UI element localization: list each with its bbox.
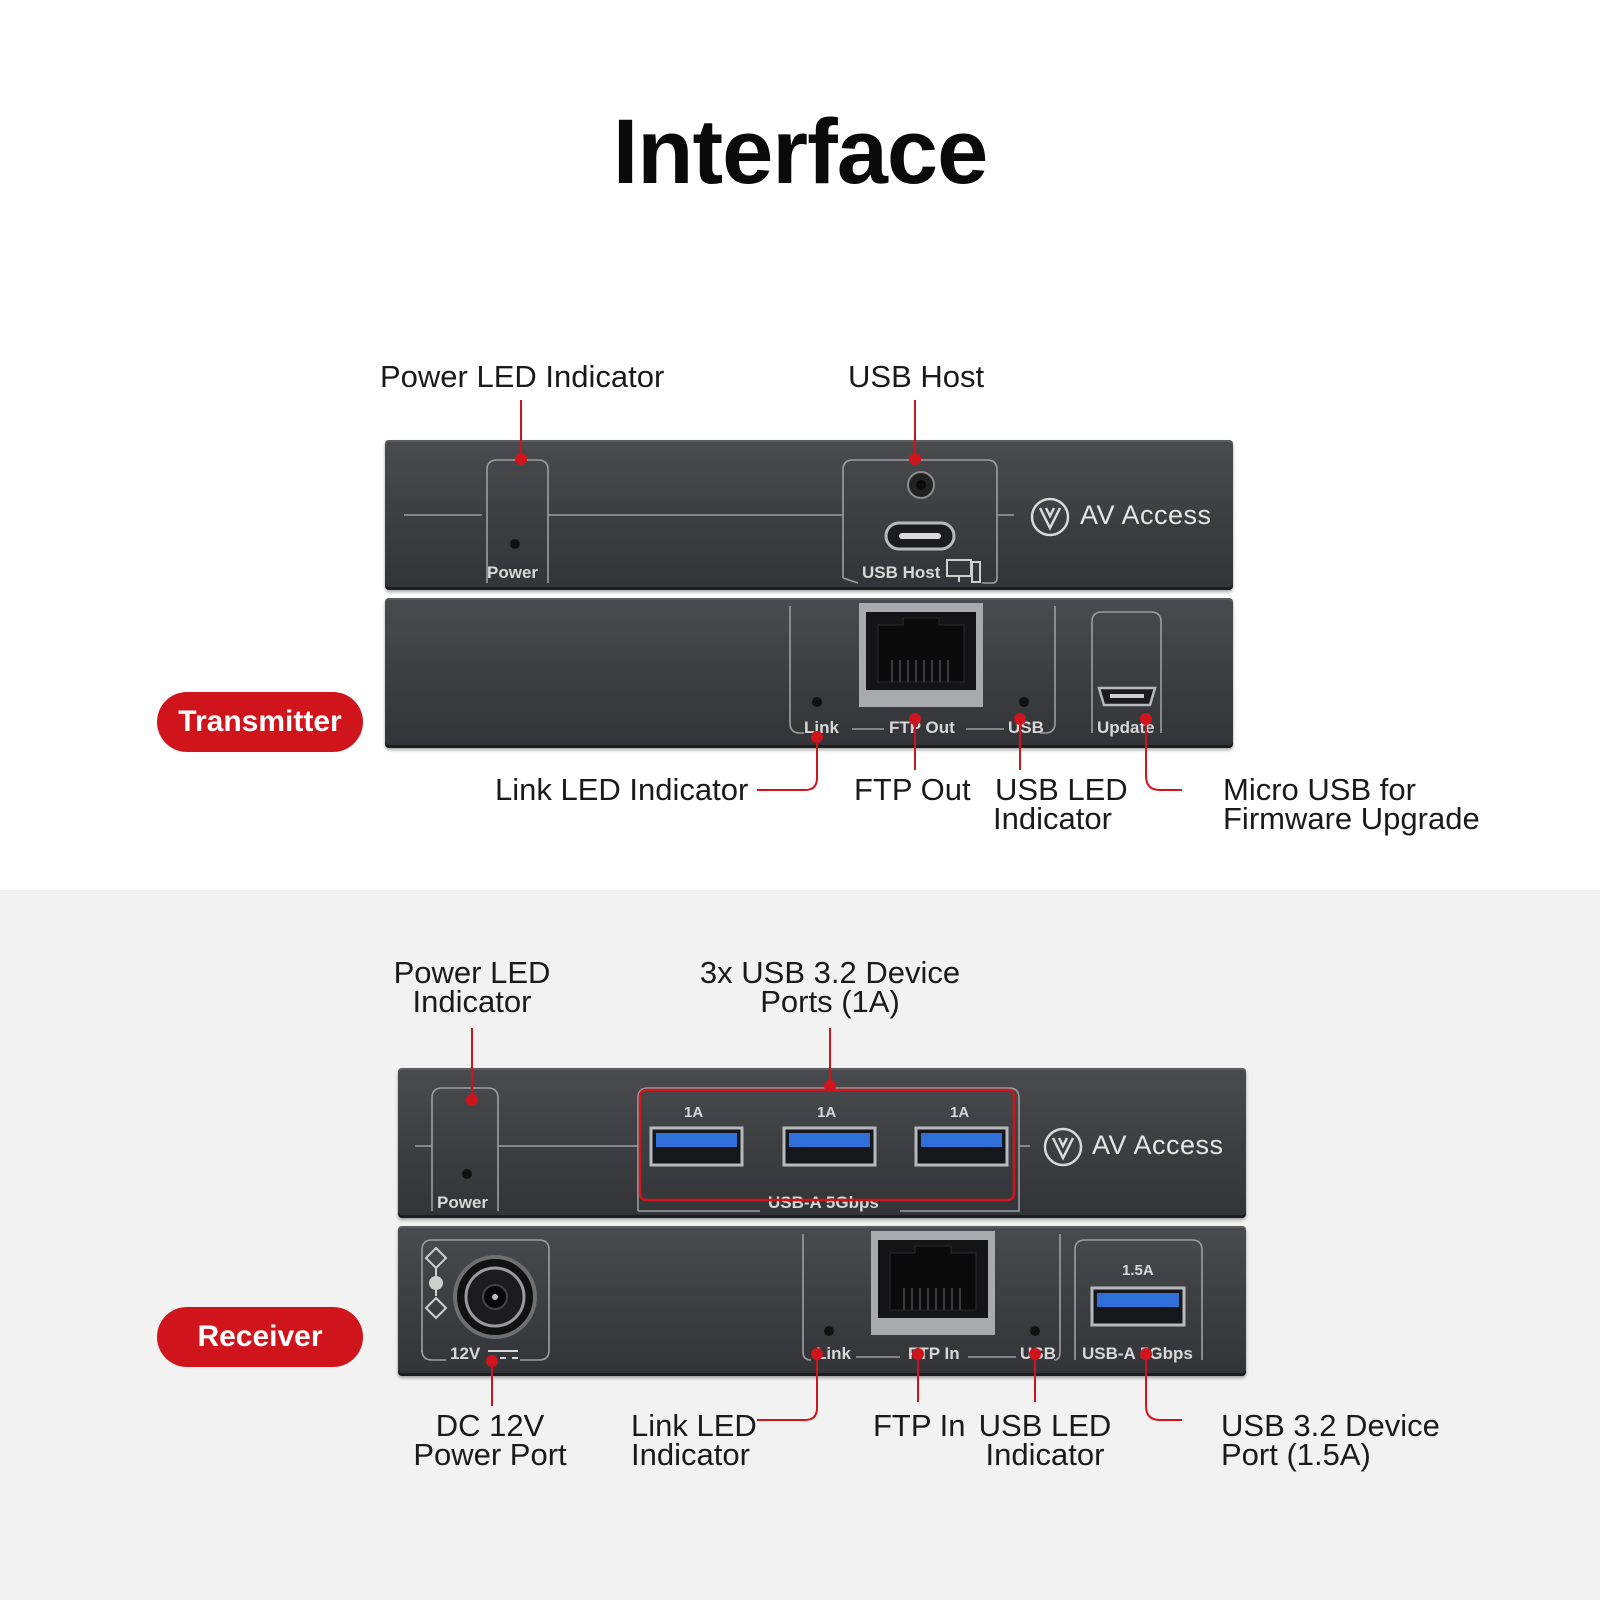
rx-dc-silk: 12V	[450, 1344, 481, 1363]
monitor-icon	[946, 559, 981, 583]
rx-port-2-silk: 1A	[817, 1104, 837, 1121]
usb-a-port-icon	[1090, 1286, 1186, 1327]
rx-usb-a-single-silk: USB-A 5Gbps	[1082, 1344, 1193, 1363]
tx-usb-led-icon	[1019, 697, 1029, 707]
usb-a-port-icon	[914, 1126, 1009, 1167]
rx-brand-name: AV Access	[1092, 1130, 1224, 1160]
tx-power-led-icon	[510, 539, 520, 549]
rx-power-silk: Power	[437, 1193, 489, 1212]
usb-c-port-icon	[884, 521, 956, 551]
usb-a-port-icon	[649, 1126, 744, 1167]
leader-lines	[471, 400, 1182, 1421]
rx-port-3-silk: 1A	[950, 1104, 970, 1121]
tx-label-micro-usb-1: Micro USB for	[1223, 772, 1416, 807]
rx-usb-led-icon	[1030, 1326, 1040, 1336]
tx-label-micro-usb-2: Firmware Upgrade	[1223, 801, 1480, 836]
tx-label-usb-led-2: Indicator	[993, 801, 1112, 836]
tx-brand-name: AV Access	[1080, 500, 1212, 530]
tx-update-silk: Update	[1097, 718, 1155, 737]
rx-link-led-icon	[824, 1326, 834, 1336]
rx-front-artwork	[415, 1087, 1030, 1212]
tx-label-ftp-out: FTP Out	[854, 772, 971, 807]
polarity-icon	[424, 1246, 448, 1320]
micro-usb-port-icon	[1097, 686, 1157, 707]
tx-power-silk: Power	[487, 563, 539, 582]
tx-link-led-icon	[812, 697, 822, 707]
tx-usb-host-silk: USB Host	[862, 563, 941, 582]
transmitter-badge: Transmitter	[157, 692, 363, 752]
rx-port-1-silk: 1A	[684, 1104, 704, 1121]
av-access-logo-icon	[1043, 1127, 1083, 1167]
av-access-logo-icon	[1030, 497, 1070, 537]
rx-label-power-led-1: Power LED	[393, 955, 551, 990]
rx-label-usb-led-2: Indicator	[985, 1437, 1105, 1472]
tx-label-usb-host: USB Host	[848, 359, 985, 394]
rx-label-dc-1: DC 12V	[435, 1408, 545, 1443]
rx-port-15-silk: 1.5A	[1122, 1262, 1154, 1279]
tx-ftp-out-silk: FTP Out	[889, 718, 955, 737]
rx-link-silk: Link	[816, 1344, 851, 1363]
rx-label-ftp-in: FTP In	[873, 1408, 966, 1443]
rx-label-power-led-2: Indicator	[412, 984, 532, 1019]
rx-power-led-icon	[462, 1169, 472, 1179]
receiver-badge: Receiver	[157, 1307, 363, 1367]
rx-label-usb-port-1: USB 3.2 Device	[1221, 1408, 1440, 1443]
rx-label-usb-ports-1: 3x USB 3.2 Device	[699, 955, 961, 990]
dc-jack-icon	[453, 1255, 537, 1339]
rx-rear-artwork	[421, 1234, 1203, 1361]
rx-label-link-led-1: Link LED	[631, 1408, 757, 1443]
usb-a-port-icon	[782, 1126, 877, 1167]
tx-label-link-led: Link LED Indicator	[495, 772, 749, 807]
rj45-port-icon	[859, 603, 983, 707]
rx-label-usb-ports-2: Ports (1A)	[760, 984, 900, 1019]
leader-dots	[466, 453, 1152, 1367]
audio-jack-icon	[907, 471, 935, 499]
rx-usb-a-group-silk: USB-A 5Gbps	[768, 1193, 879, 1212]
page-title: Interface	[612, 101, 989, 203]
rx-label-usb-led-1: USB LED	[978, 1408, 1112, 1443]
tx-rear-artwork	[789, 606, 1162, 734]
rj45-port-icon	[871, 1231, 995, 1335]
tx-label-power-led: Power LED Indicator	[380, 359, 665, 394]
rx-label-dc-2: Power Port	[413, 1437, 567, 1472]
tx-link-silk: Link	[804, 718, 839, 737]
rx-label-usb-port-2: Port (1.5A)	[1221, 1437, 1371, 1472]
rx-label-link-led-2: Indicator	[631, 1437, 750, 1472]
tx-label-usb-led-1: USB LED	[995, 772, 1128, 807]
